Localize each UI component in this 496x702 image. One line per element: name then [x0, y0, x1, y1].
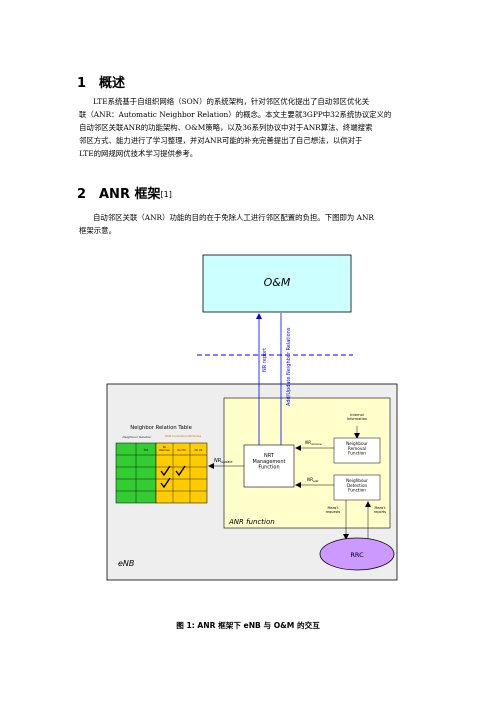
- table-title: Neighbor Relation Table: [130, 425, 192, 431]
- check-icon: [160, 465, 171, 477]
- check-icon: [160, 477, 171, 489]
- anr-function-label: ANR function: [228, 518, 275, 526]
- enb-label: eNB: [118, 559, 134, 568]
- section-2-heading: 2 ANR 框架[1]: [77, 183, 172, 202]
- col-header-no-x2: No X2: [195, 448, 203, 452]
- check-icon: [175, 465, 186, 477]
- section-2-number: 2: [77, 187, 87, 202]
- paragraph-line: 联（ANR：Automatic Neighbor Relation）的概念。本文…: [79, 110, 392, 119]
- nr-update-label: NRupdate: [214, 458, 232, 464]
- col-header-tci: TCI: [143, 448, 149, 452]
- rrc-label: RRC: [350, 551, 364, 559]
- section-2-reference: [1]: [160, 190, 172, 199]
- rrc-ellipse: [319, 537, 395, 571]
- paragraph-line: LTE的网规网优技术学习提供参考。: [79, 149, 198, 158]
- paragraph-line: 框架示意。: [79, 226, 116, 235]
- neighbour-relation-header: Neighbour Relation: [123, 435, 152, 439]
- nrt-management-function-box: [243, 444, 295, 488]
- section-2-paragraph: 自动邻区关联（ANR）功能的目的在于免除人工进行邻区配置的负担。下图即为 ANR…: [79, 211, 423, 237]
- paragraph-line: 自动邻区关联ANR的功能架构、O&M策略，以及36系列协议中对于ANR算法、终端…: [79, 123, 373, 132]
- section-1-heading: 1 概述: [77, 72, 125, 91]
- paragraph-line: 邻区方式、能力进行了学习整理，并对ANR可能的补充完善提出了自己想法，以供对于: [79, 136, 363, 145]
- figure-caption: 图 1: ANR 框架下 eNB 与 O&M 的交互: [176, 621, 320, 630]
- section-1-number: 1: [77, 76, 87, 91]
- om-label: O&M: [264, 276, 291, 289]
- detection-function-box: [333, 474, 381, 501]
- section-2-title: ANR 框架: [99, 187, 161, 202]
- add-update-label: Add/Update Neighbor Relations: [286, 327, 292, 406]
- nr-report-label: NR report: [262, 348, 268, 372]
- paragraph-line: 自动邻区关联（ANR）功能的目的在于免除人工进行邻区配置的负担。下图即为 ANR: [93, 213, 374, 222]
- nr-add-label: NRadd: [307, 477, 319, 483]
- section-1-title: 概述: [99, 76, 126, 91]
- om-box: [202, 254, 352, 313]
- attributes-header: OAM Controlled Attributes: [165, 434, 202, 438]
- col-header-no-ho: No HO: [177, 448, 185, 452]
- paragraph-line: LTE系统基于自组织网络（SON）的系统架构，针对邻区优化提出了自动邻区优化关: [93, 97, 370, 106]
- nr-remove-label: NRremove: [305, 440, 322, 446]
- section-1-paragraph: LTE系统基于自组织网络（SON）的系统架构，针对邻区优化提出了自动邻区优化关 …: [79, 95, 423, 160]
- removal-function-box: [333, 437, 381, 464]
